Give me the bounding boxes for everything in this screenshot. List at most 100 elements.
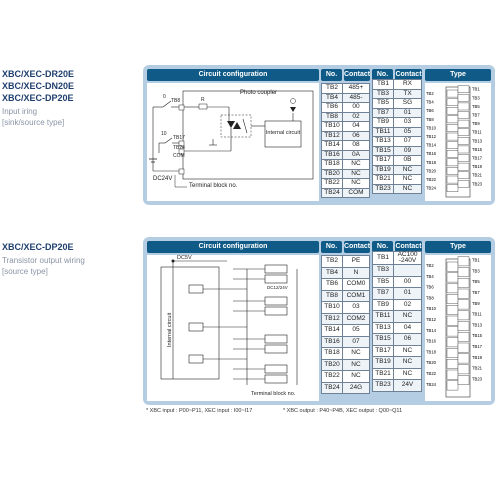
terminal-contact: 0B: [393, 155, 422, 166]
type-right-label: TB5: [472, 279, 480, 284]
tb8-label: TB8: [171, 98, 181, 104]
type-right-label: TB1: [472, 258, 480, 263]
terminal-no: TB24: [321, 187, 343, 198]
terminal-no: TB21: [372, 367, 394, 380]
type-pin-right: [457, 102, 470, 111]
type-pin-left: [446, 272, 459, 283]
terminal-contact: 06: [393, 333, 422, 346]
contact-header-1b: Contact: [395, 69, 422, 81]
terminal-contact: NC: [342, 168, 370, 179]
terminal-no: TB12: [321, 312, 343, 325]
type-pin-right: [457, 111, 470, 119]
type-pin-right: [457, 180, 470, 188]
terminal-no: TB7: [372, 287, 394, 300]
footnote-output: * XBC output : P40~P4B, XEC output : Q00…: [283, 408, 403, 414]
terminal-contact: 485-: [342, 92, 370, 103]
terminal-no: TB13: [372, 321, 394, 334]
dc12-label: DC12/24V: [267, 285, 288, 290]
terminal-no: TB17: [372, 155, 394, 166]
terminal-no: TB2: [321, 255, 343, 268]
terminal-no: TB11: [372, 310, 394, 323]
type-pin-left: [446, 305, 459, 315]
terminal-no: TB20: [321, 168, 343, 179]
terminal-contact: NC: [393, 174, 422, 185]
footnote-input: * XBC input : P00~P11, XEC input : I00~I…: [146, 408, 253, 414]
model-title-2: XBC/XEC-DN20E: [2, 81, 75, 91]
type-pin-left: [446, 283, 459, 294]
type-right-label: TB17: [472, 344, 483, 349]
terminal-block-drawing-1: TB2TB1TB4TB3TB6TB5TB8TB7TB10TB9TB12TB11T…: [426, 85, 483, 198]
type-left-label: TB6: [426, 285, 434, 290]
terminal-no: TB22: [321, 178, 343, 189]
type-pin-left: [446, 89, 459, 98]
type-right-label: TB7: [472, 290, 480, 295]
type-pin-right: [457, 288, 470, 299]
terminal-contact: 04: [393, 321, 422, 334]
terminal-contact: 05: [342, 324, 370, 337]
type-pin-left: [446, 98, 459, 106]
type-pin-left: [446, 294, 459, 304]
type-right-label: TB15: [472, 333, 483, 338]
model-title-3: XBC/XEC-DP20E: [2, 93, 74, 103]
type-pin-right: [457, 267, 470, 277]
terminal-no: TB24: [321, 381, 343, 394]
type-right-label: TB7: [472, 113, 480, 118]
type-right-label: TB21: [472, 366, 483, 371]
terminal-contact: TX: [393, 88, 422, 99]
terminal-contact: 00: [342, 102, 370, 113]
type-right-label: TB3: [472, 268, 480, 273]
terminal-no: TB10: [321, 121, 343, 132]
terminal-no: TB12: [321, 130, 343, 141]
terminal-contact: 07: [393, 136, 422, 147]
terminal-row: TB3: [372, 264, 422, 277]
type-left-label: TB4: [426, 100, 434, 105]
type-pin-left: [446, 369, 459, 380]
type-pin-right: [457, 137, 470, 145]
terminal-contact: SG: [393, 98, 422, 109]
type-right-label: TB23: [472, 181, 483, 186]
type-right-label: TB9: [472, 301, 480, 306]
type-pin-left: [446, 107, 459, 115]
type-left-label: TB8: [426, 295, 434, 300]
section2-panel: Circuit configuration No. Contact No. Co…: [143, 237, 495, 405]
type-pin-left: [446, 124, 459, 132]
type-pin-left: [446, 141, 459, 149]
contact-header-1a: Contact: [344, 69, 370, 81]
terminal-no: TB15: [372, 145, 394, 156]
terminal-contact: 02: [393, 298, 422, 311]
terminal-no: TB15: [372, 333, 394, 346]
type-right-label: TB13: [472, 322, 483, 327]
terminal-no: TB6: [321, 278, 343, 291]
terminal-no: TB5: [372, 275, 394, 288]
no-header-1a: No.: [321, 69, 342, 81]
no-header-2b: No.: [372, 241, 393, 253]
type-pin-right: [457, 321, 470, 331]
terminal-no: TB17: [372, 344, 394, 357]
type-pin-right: [457, 310, 470, 321]
terminal-contact: COM2: [342, 312, 370, 325]
type-right-label: TB17: [472, 156, 483, 161]
terminal-no: TB3: [372, 264, 394, 277]
terminal-contact: 00: [393, 275, 422, 288]
input-wiring-diagram: [149, 90, 314, 188]
